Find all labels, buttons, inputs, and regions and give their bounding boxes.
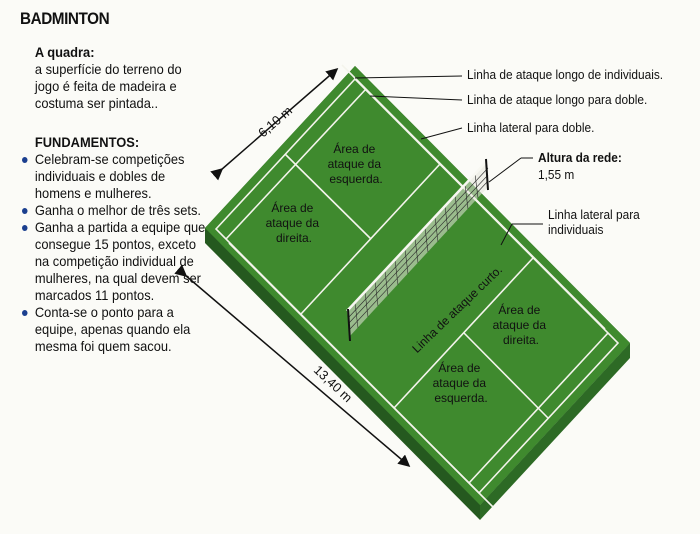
label-line: direita. bbox=[276, 231, 312, 245]
label-line: esquerda. bbox=[434, 391, 487, 405]
list-item-text: Conta-se o ponto para a equipe, apenas q… bbox=[34, 304, 191, 354]
bullet-icon bbox=[22, 208, 28, 214]
label-line: ataque da bbox=[328, 157, 382, 171]
bullet-icon bbox=[22, 225, 28, 231]
area-label-near-left: Área de ataque da esquerda. bbox=[433, 360, 490, 405]
label-line: ataque da bbox=[266, 216, 320, 230]
fundamentals-heading: FUNDAMENTOS: bbox=[34, 134, 140, 150]
short-service-line-near bbox=[393, 257, 534, 409]
label-line: esquerda. bbox=[329, 172, 382, 186]
callout-side-doubles: Linha lateral para doble. bbox=[467, 121, 595, 135]
list-item: Conta-se o ponto para a equipe, apenas q… bbox=[22, 304, 206, 355]
court-description: a superfície do terreno do jogo é feita … bbox=[34, 61, 182, 111]
label-line: Área de bbox=[438, 360, 480, 375]
label-line: ataque da bbox=[433, 376, 487, 390]
label-line: Área de bbox=[498, 302, 540, 317]
callout-long-service-doubles: Linha de ataque longo para doble. bbox=[467, 93, 648, 107]
area-label-near-right: Área de ataque da direita. bbox=[493, 302, 550, 347]
court-heading: A quadra: bbox=[34, 44, 95, 60]
label-line: Área de bbox=[271, 200, 313, 215]
net-post-right bbox=[485, 158, 489, 191]
bullet-icon bbox=[22, 157, 28, 163]
page-title: BADMINTON bbox=[20, 9, 110, 28]
list-item: Ganha o melhor de três sets. bbox=[22, 202, 206, 219]
bullet-icon bbox=[22, 310, 28, 316]
list-item: Ganha a partida a equipe que consegue 15… bbox=[22, 219, 206, 304]
list-item: Celebram-se competições individuais e do… bbox=[22, 151, 206, 202]
court-area-labels: Área de ataque da esquerda. Área de ataq… bbox=[266, 141, 550, 405]
length-dimension-arrow bbox=[174, 264, 411, 467]
label-line: Área de bbox=[333, 141, 375, 156]
callout-net-height-value: 1,55 m bbox=[538, 168, 575, 182]
callout-side-singles: Linha lateral para individuais bbox=[548, 208, 640, 237]
list-item-text: Celebram-se competições individuais e do… bbox=[34, 151, 185, 201]
callout-leaders bbox=[354, 75, 543, 246]
court-side-right bbox=[480, 343, 630, 520]
fundamentals-list: Celebram-se competições individuais e do… bbox=[22, 151, 206, 355]
label-line: ataque da bbox=[493, 318, 547, 332]
area-label-far-right: Área de ataque da direita. bbox=[266, 200, 323, 245]
info-column: A quadra: a superfície do terreno do jog… bbox=[22, 44, 206, 355]
list-item-text: Ganha a partida a equipe que consegue 15… bbox=[34, 219, 206, 303]
centre-line-near bbox=[463, 332, 549, 419]
list-item-text: Ganha o melhor de três sets. bbox=[34, 202, 201, 218]
callout-long-service-singles: Linha de ataque longo de individuais. bbox=[467, 68, 664, 82]
width-dimension-label: 6,10 m bbox=[255, 103, 295, 140]
callout-net-height-label: Altura da rede: bbox=[538, 151, 622, 165]
label-line: direita. bbox=[503, 333, 539, 347]
area-label-far-left: Área de ataque da esquerda. bbox=[328, 141, 385, 186]
width-dimension-arrow bbox=[210, 68, 339, 181]
